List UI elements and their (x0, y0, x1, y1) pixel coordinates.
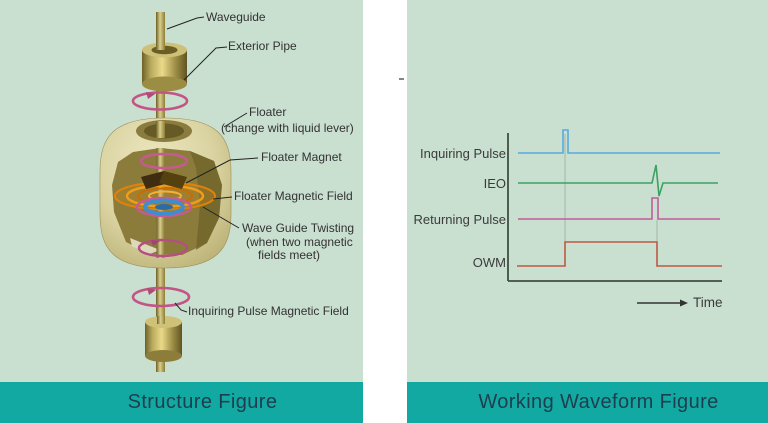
label-returning-pulse: Returning Pulse (413, 212, 507, 227)
waveform-panel: Inquiring Pulse IEO Returning Pulse OWM … (407, 0, 768, 423)
label-twisting-line2: (when two magnetic (246, 235, 353, 249)
label-waveguide: Waveguide (206, 10, 266, 24)
inquiring-pulse-field-ring (131, 286, 191, 308)
floater-magnet (141, 171, 187, 189)
structure-panel: Waveguide Exterior Pipe Floater (change … (0, 0, 363, 423)
label-floater-magnet: Floater Magnet (261, 150, 342, 164)
structure-figure-illustration (99, 12, 259, 372)
label-inquiring-pulse: Inquiring Pulse (420, 146, 506, 161)
time-axis-arrow (637, 299, 688, 307)
label-floater-note: (change with liquid lever) (221, 121, 354, 135)
label-floater: Floater (249, 105, 287, 119)
structure-banner: Structure Figure (0, 382, 363, 423)
waveform-banner: Working Waveform Figure (407, 382, 768, 423)
label-ieo: IEO (483, 176, 506, 191)
label-time: Time (693, 295, 723, 310)
label-twisting-line1: Wave Guide Twisting (242, 221, 355, 235)
label-twisting-line3: fields meet) (258, 248, 321, 262)
stray-mark (399, 78, 404, 80)
twist-ring-lower (137, 238, 189, 258)
label-floater-magnetic-field: Floater Magnetic Field (234, 189, 353, 203)
structure-title: Structure Figure (127, 391, 278, 413)
rotation-arrow-top (131, 91, 189, 111)
label-exterior-pipe: Exterior Pipe (228, 39, 297, 53)
leader-lines (166, 16, 259, 313)
label-owm: OWM (472, 255, 506, 270)
label-inquiring-field: Inquiring Pulse Magnetic Field (188, 304, 349, 318)
waveform-chart (507, 129, 722, 282)
exterior-pipe (142, 38, 187, 92)
waveguide-twisting-rings (135, 196, 193, 218)
waveform-title: Working Waveform Figure (478, 391, 719, 413)
bottom-cylinder (145, 316, 182, 362)
twist-ring-upper (139, 152, 189, 170)
